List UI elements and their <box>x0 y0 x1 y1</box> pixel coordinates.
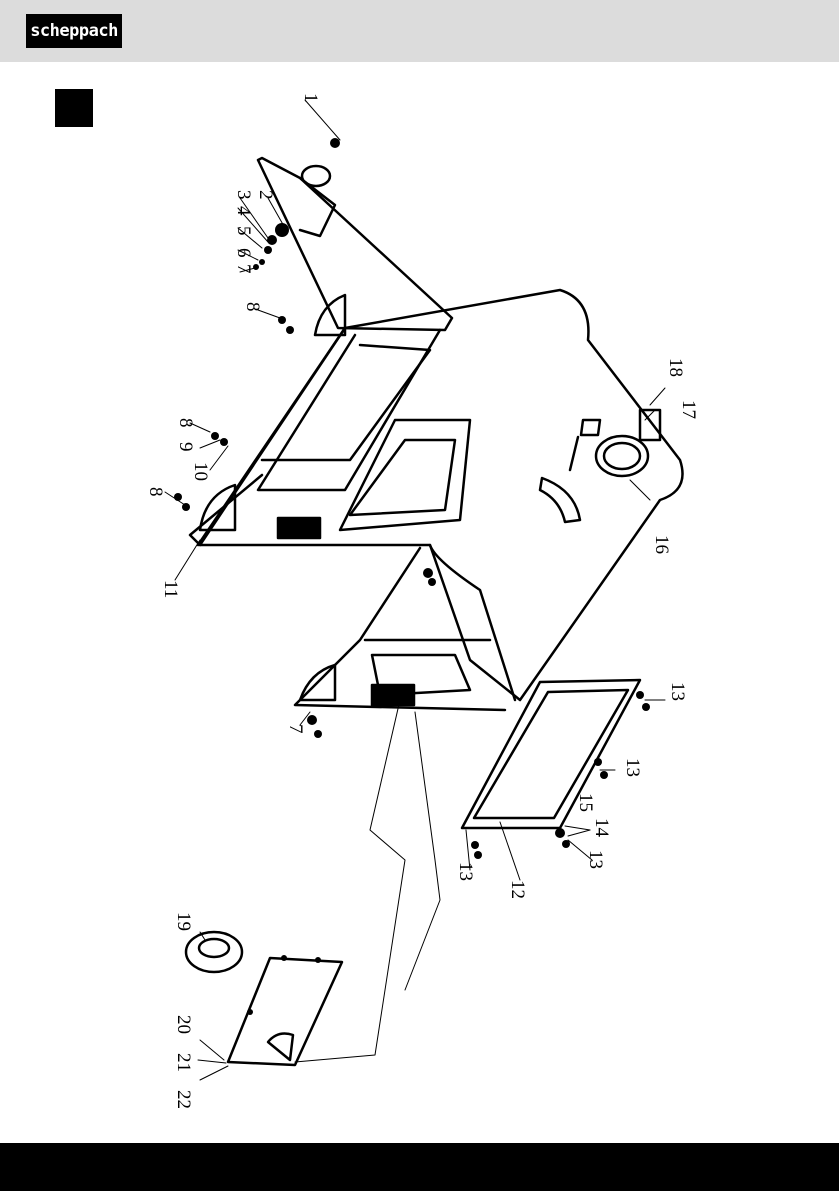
callout-20: 20 <box>173 1015 194 1034</box>
callout-14: 14 <box>591 818 612 838</box>
callout-7: 7 <box>233 264 254 274</box>
callout-16: 16 <box>651 535 672 554</box>
callout-2: 2 <box>255 190 276 200</box>
callout-19: 19 <box>173 912 194 931</box>
exploded-view-diagram: 1 2 3 4 5 6 7 8 8 9 10 8 11 7 13 13 15 1… <box>0 62 839 1143</box>
callout-6: 6 <box>233 248 254 258</box>
callout-9: 9 <box>175 442 196 452</box>
callout-3: 3 <box>233 190 254 200</box>
callout-5: 5 <box>233 226 254 236</box>
callout-13d: 13 <box>667 682 688 701</box>
callout-21: 21 <box>173 1053 194 1072</box>
callout-8: 8 <box>242 302 263 312</box>
top-cover-panel <box>258 158 452 330</box>
callout-8b: 8 <box>175 418 196 428</box>
callout-17: 17 <box>678 400 699 419</box>
callout-13b: 13 <box>622 758 643 777</box>
callout-7b: 7 <box>285 724 306 734</box>
callout-10: 10 <box>190 462 211 481</box>
scheppach-logo: scheppach <box>26 14 122 48</box>
callout-15: 15 <box>575 793 596 812</box>
callout-13a: 13 <box>455 862 476 881</box>
page-header: scheppach <box>0 0 839 62</box>
callout-11: 11 <box>160 580 181 598</box>
callout-12: 12 <box>507 880 528 899</box>
callout-1: 1 <box>300 93 321 103</box>
callout-18: 18 <box>665 358 686 377</box>
callout-22: 22 <box>173 1090 194 1109</box>
callout-4: 4 <box>233 206 254 216</box>
base-plate <box>462 680 640 828</box>
logo-text: scheppach <box>28 16 120 46</box>
page-footer <box>0 1143 839 1191</box>
housing-body <box>200 290 683 700</box>
side-cover <box>228 958 342 1065</box>
callout-8c: 8 <box>145 487 166 497</box>
callout-13c: 13 <box>585 850 606 869</box>
